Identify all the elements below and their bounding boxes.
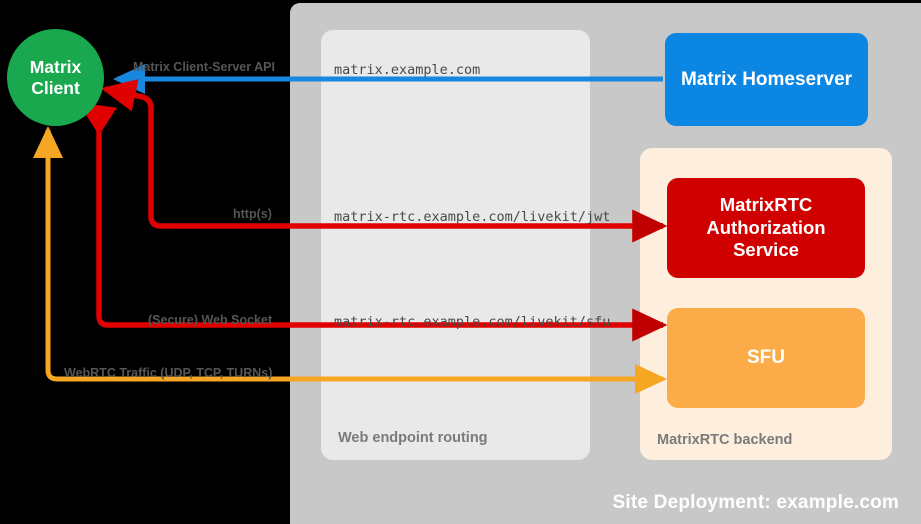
matrix-client-node[interactable]: Matrix Client [7, 29, 104, 126]
endpoint-livekit-jwt: matrix-rtc.example.com/livekit/jwt [334, 209, 611, 225]
matrixrtc-backend-label: MatrixRTC backend [657, 432, 793, 448]
sfu-node[interactable]: SFU [667, 308, 865, 408]
auth-service-label-line3: Service [733, 239, 799, 261]
matrix-client-label-line2: Client [31, 77, 80, 98]
edge-label-https: http(s) [233, 207, 272, 221]
matrix-client-label-line1: Matrix [29, 56, 82, 77]
endpoint-matrix-example-com: matrix.example.com [334, 62, 481, 78]
matrix-homeserver-node[interactable]: Matrix Homeserver [665, 33, 868, 126]
matrix-homeserver-label: Matrix Homeserver [680, 68, 853, 90]
web-endpoint-routing-label: Web endpoint routing [338, 430, 488, 446]
web-endpoint-routing-container: Web endpoint routing [321, 30, 590, 460]
sfu-label: SFU [747, 347, 785, 369]
auth-service-label-line1: MatrixRTC [719, 194, 813, 216]
matrixrtc-authorization-service-node[interactable]: MatrixRTC Authorization Service [667, 178, 865, 278]
edge-label-secure-web-socket: (Secure) Web Socket [148, 313, 273, 327]
auth-service-label-line2: Authorization [706, 216, 826, 238]
site-deployment-label: Site Deployment: example.com [612, 492, 899, 513]
endpoint-livekit-sfu: matrix-rtc.example.com/livekit/sfu [334, 314, 611, 330]
edge-label-webrtc-traffic: WebRTC Traffic (UDP, TCP, TURNs) [64, 366, 273, 380]
edge-label-matrix-client-server-api: Matrix Client-Server API [133, 60, 275, 74]
